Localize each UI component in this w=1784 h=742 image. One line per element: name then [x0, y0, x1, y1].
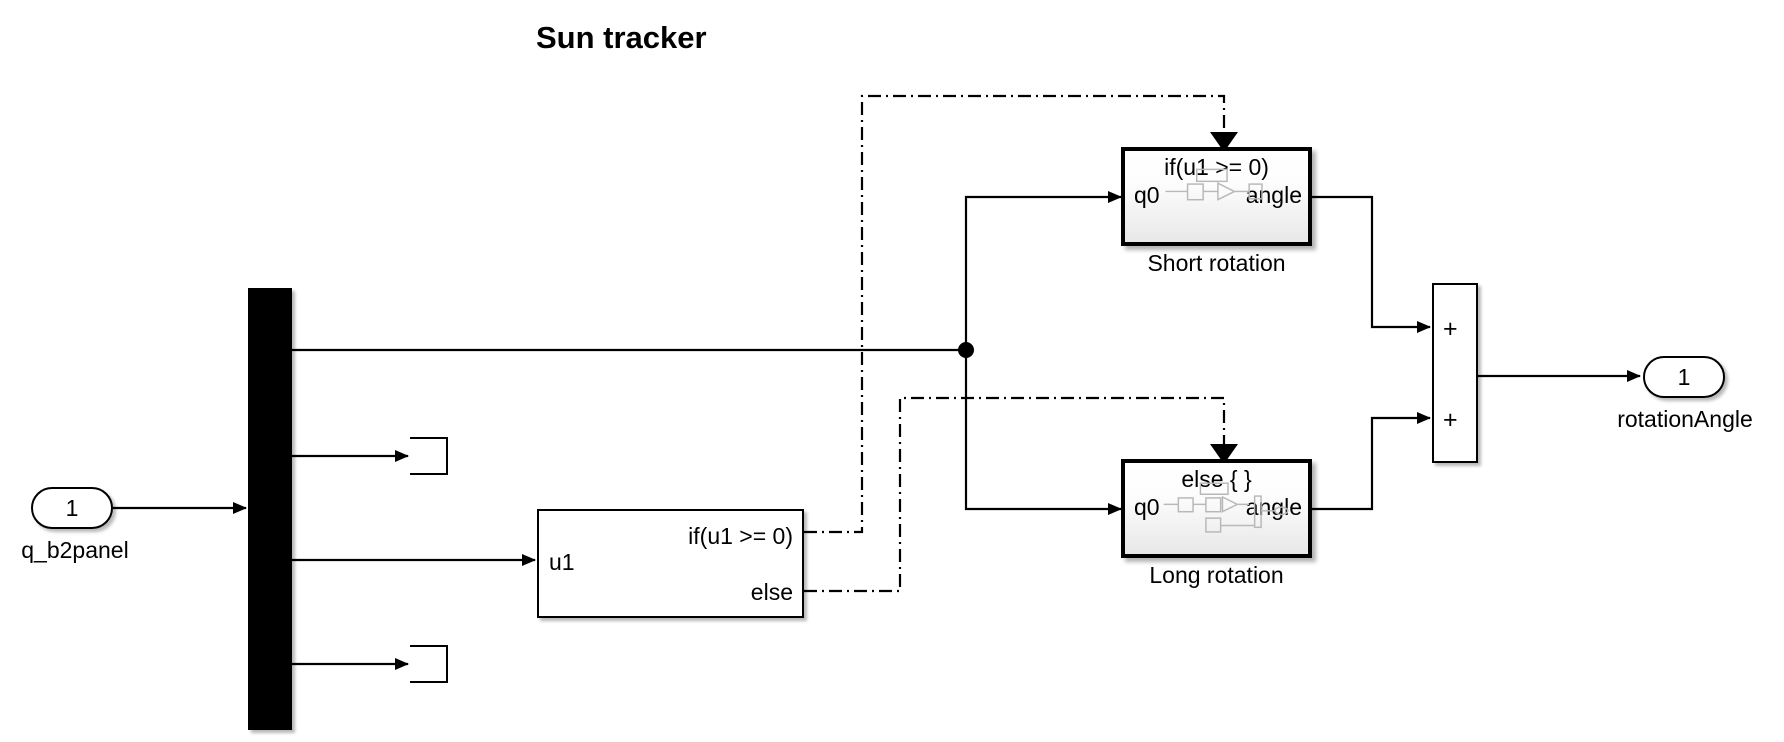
- inport-number: 1: [65, 494, 79, 521]
- page-title: Sun tracker: [536, 20, 707, 55]
- subsystem-long-rotation-caption: Long rotation: [1149, 562, 1284, 588]
- outport-number: 1: [1677, 363, 1691, 390]
- subsystem-short-rotation-title: if(u1 >= 0): [1164, 154, 1269, 180]
- subsystem-long-rotation-inport-label: q0: [1134, 494, 1160, 520]
- sum-block[interactable]: + +: [1432, 283, 1478, 463]
- bus-selector[interactable]: [248, 288, 292, 730]
- sum-sign-bottom: +: [1443, 406, 1458, 434]
- inport-q-b2panel[interactable]: 1: [31, 487, 113, 529]
- if-block-condition-label: if(u1 >= 0): [688, 523, 793, 549]
- terminator-2[interactable]: [410, 645, 448, 683]
- sum-sign-top: +: [1443, 315, 1458, 343]
- if-block[interactable]: u1 if(u1 >= 0) else: [537, 509, 804, 618]
- signal-junction-dot: [958, 342, 974, 358]
- terminator-1[interactable]: [410, 437, 448, 475]
- if-block-input-label: u1: [549, 549, 575, 575]
- inport-caption: q_b2panel: [21, 537, 129, 563]
- subsystem-long-rotation[interactable]: else { } q0 angle: [1121, 459, 1312, 558]
- outport-rotation-angle[interactable]: 1: [1643, 356, 1725, 398]
- subsystem-short-rotation-outport-label: angle: [1245, 182, 1302, 208]
- subsystem-short-rotation-inport-label: q0: [1134, 182, 1160, 208]
- subsystem-long-rotation-title: else { }: [1181, 466, 1252, 492]
- subsystem-short-rotation-caption: Short rotation: [1147, 250, 1286, 276]
- outport-caption: rotationAngle: [1617, 406, 1753, 432]
- subsystem-long-rotation-outport-label: angle: [1245, 494, 1302, 520]
- if-block-else-label: else: [750, 579, 793, 605]
- subsystem-short-rotation[interactable]: if(u1 >= 0) q0 angle: [1121, 147, 1312, 246]
